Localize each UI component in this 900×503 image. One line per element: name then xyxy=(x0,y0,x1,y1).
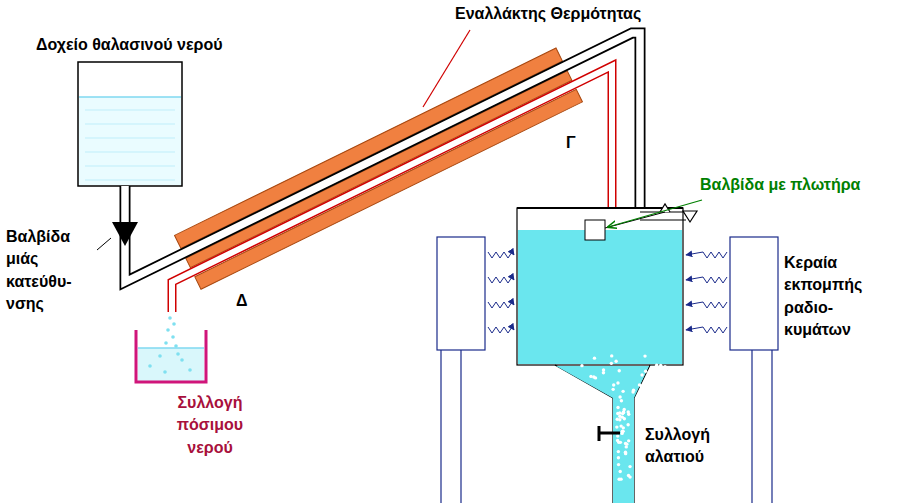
radio-wave xyxy=(686,252,727,258)
salt-crystal xyxy=(618,395,621,398)
salt-crystal xyxy=(617,463,620,466)
salt-crystal xyxy=(617,450,620,453)
salt-crystal xyxy=(621,390,624,393)
salt-crystal xyxy=(593,356,596,359)
radio-wave xyxy=(686,302,727,308)
component-label: Κεραία εκπομπής ραδιο- κυμάτων xyxy=(784,252,892,342)
salt-crystal xyxy=(622,411,625,414)
salt-crystal xyxy=(610,362,613,365)
salt-crystal xyxy=(589,375,592,378)
salt-crystal xyxy=(612,383,615,386)
salt-crystal xyxy=(620,399,623,402)
salt-crystal xyxy=(659,364,662,367)
salt-crystal xyxy=(619,477,622,480)
salt-crystal xyxy=(617,456,620,459)
salt-crystal xyxy=(616,434,619,437)
salt-crystal xyxy=(632,388,635,391)
radio-wave xyxy=(686,327,727,333)
seawater-tank xyxy=(78,62,182,186)
pointer-arrow xyxy=(608,200,702,227)
radio-wave xyxy=(488,302,514,308)
leader-line xyxy=(423,30,470,107)
salt-crystal xyxy=(619,470,622,473)
salt-crystal xyxy=(592,375,595,378)
water-line xyxy=(85,110,175,111)
radio-wave xyxy=(686,277,727,283)
salt-crystal xyxy=(628,465,631,468)
water-drop xyxy=(171,335,175,339)
salt-crystal xyxy=(621,415,624,418)
water-drop xyxy=(163,370,167,374)
water-drop xyxy=(174,344,178,348)
salt-crystal xyxy=(619,424,622,427)
salt-crystal xyxy=(616,406,619,409)
water-drop xyxy=(176,352,180,356)
salt-crystal xyxy=(619,441,622,444)
water-drop xyxy=(180,358,184,362)
point-letter: Δ xyxy=(236,290,248,312)
water-drop xyxy=(172,322,176,326)
salt-crystal xyxy=(621,430,624,433)
water-drop xyxy=(168,316,172,320)
salt-crystal xyxy=(624,450,627,453)
salt-crystal xyxy=(653,375,656,378)
salt-crystal xyxy=(655,364,658,367)
antenna xyxy=(730,237,778,503)
salt-crystal xyxy=(638,383,641,386)
salt-crystal xyxy=(627,474,630,477)
water-drop xyxy=(158,354,162,358)
salt-crystal xyxy=(643,354,646,357)
salt-valve xyxy=(598,426,620,441)
water-line xyxy=(85,138,175,139)
drinking-water-beaker xyxy=(136,316,206,382)
salt-crystal xyxy=(602,371,605,374)
salt-crystal xyxy=(621,429,624,432)
salt-crystal xyxy=(610,354,613,357)
salt-crystal xyxy=(616,412,619,415)
radio-waves xyxy=(488,252,727,333)
component-label: Δοχείο θαλασινού νερού xyxy=(36,34,222,56)
salt-crystal xyxy=(627,413,630,416)
salt-crystal xyxy=(616,418,619,421)
water-line xyxy=(85,124,175,125)
radio-wave xyxy=(488,252,514,258)
salt-crystal xyxy=(618,369,621,372)
water-line xyxy=(85,166,175,167)
water-drop xyxy=(166,328,170,332)
water-drop xyxy=(164,341,168,345)
salt-crystal xyxy=(644,370,647,373)
point-letter: Γ xyxy=(566,132,576,154)
salt-crystal xyxy=(625,445,628,448)
component-label: Εναλλάκτης Θερμότητας xyxy=(455,3,641,25)
water-drop xyxy=(188,368,192,372)
float-valve xyxy=(585,204,697,240)
component-label: Συλλογή πόσιμου νερού xyxy=(168,392,252,459)
radio-wave xyxy=(488,277,514,283)
salt-crystal xyxy=(614,359,617,362)
salt-crystal xyxy=(611,388,614,391)
antenna xyxy=(437,237,485,503)
water-line xyxy=(85,180,175,181)
leader-line xyxy=(97,238,111,250)
salt-crystal xyxy=(615,425,618,428)
salt-crystal xyxy=(640,373,643,376)
salt-crystal xyxy=(616,381,619,384)
salt-crystal xyxy=(621,412,624,415)
radio-wave xyxy=(488,327,514,333)
one-way-valve xyxy=(112,222,138,246)
salt-crystal xyxy=(580,364,583,367)
salt-crystal xyxy=(639,388,642,391)
salt-crystal xyxy=(663,365,666,368)
water-line xyxy=(85,152,175,153)
component-label: Βαλβίδα μιάς κατεύθυ- νσης xyxy=(6,226,94,316)
water-drop xyxy=(148,364,152,368)
component-label: Βαλβίδα με πλωτήρα xyxy=(700,174,860,196)
salt-crystal xyxy=(627,439,630,442)
salt-crystal xyxy=(626,423,629,426)
component-label: Συλλογή αλατιού xyxy=(645,424,755,469)
